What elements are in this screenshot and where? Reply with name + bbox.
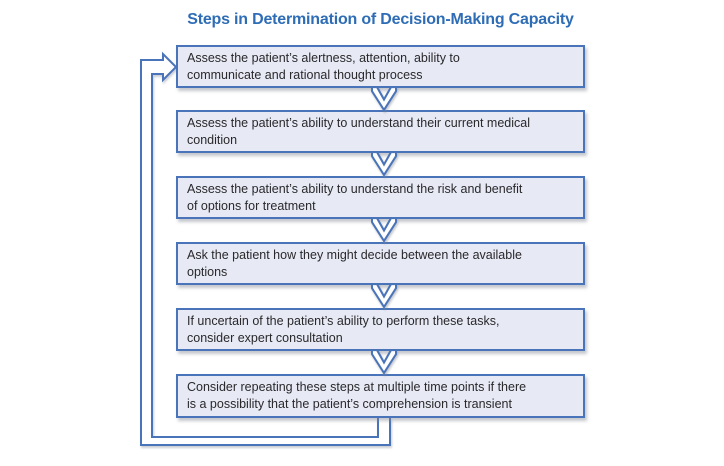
step-1-text-line-2: communicate and rational thought process xyxy=(187,67,423,82)
step-box-5: If uncertain of the patient’s ability to… xyxy=(176,308,585,351)
step-6-text-line-2: is a possibility that the patient’s comp… xyxy=(187,397,512,411)
down-arrow-icon xyxy=(371,151,397,176)
step-4-text-line-1: Ask the patient how they might decide be… xyxy=(187,247,522,262)
step-2-text-line-2: condition xyxy=(187,132,238,147)
step-1-text-line-1: Assess the patient’s alertness, attentio… xyxy=(187,50,460,65)
down-arrow-icon xyxy=(371,86,397,111)
step-6-text-line-1: Consider repeating these steps at multip… xyxy=(187,380,527,394)
step-box-2: Assess the patient’s ability to understa… xyxy=(176,110,585,153)
step-box-6: Consider repeating these steps at multip… xyxy=(176,374,585,418)
step-3-text-line-1: Assess the patient’s ability to understa… xyxy=(187,181,523,196)
down-arrow-icon xyxy=(371,283,397,308)
down-arrow-icon xyxy=(371,217,397,242)
diagram-title: Steps in Determination of Decision-Makin… xyxy=(187,11,574,28)
down-arrow-icon xyxy=(371,349,397,374)
step-4-text-line-2: options xyxy=(187,264,228,279)
step-2-text-line-1: Assess the patient’s ability to understa… xyxy=(187,115,531,130)
step-5-text-line-2: consider expert consultation xyxy=(187,330,343,345)
step-box-1: Assess the patient’s alertness, attentio… xyxy=(176,45,585,88)
step-box-4: Ask the patient how they might decide be… xyxy=(176,242,585,285)
step-box-3: Assess the patient’s ability to understa… xyxy=(176,176,585,219)
step-3-text-line-2: of options for treatment xyxy=(187,198,316,213)
step-5-text-line-1: If uncertain of the patient’s ability to… xyxy=(187,313,500,328)
